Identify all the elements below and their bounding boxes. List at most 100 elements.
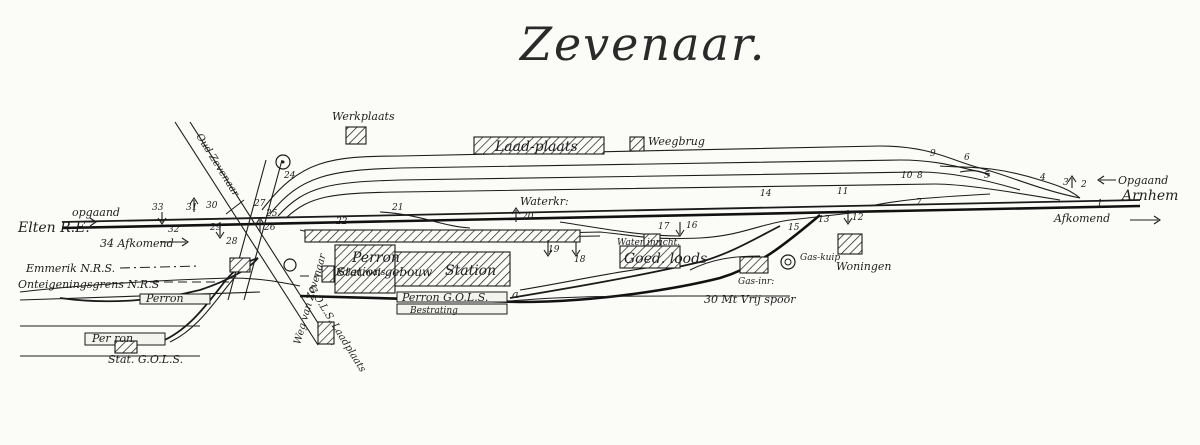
arrow-18-icon: [571, 242, 581, 257]
goederenloods-building: [619, 245, 681, 269]
arrow-16-icon: [675, 222, 685, 237]
switch-number-15: 15: [788, 223, 800, 233]
label-ontheiging: Onteigeningsgrens N.R.S: [18, 278, 160, 291]
switch-number-13: 13: [818, 215, 830, 225]
switch-number-2: 2: [1080, 180, 1087, 190]
road-weg-edge-1: [227, 159, 267, 301]
label-gasinr: Gas-inr:: [738, 277, 774, 287]
switch-number-10: 10: [901, 171, 913, 181]
label-opgaand-right: Opgaand: [1118, 174, 1168, 187]
switch-number-25: 25: [265, 209, 278, 219]
label-perron-left: Perron: [145, 292, 184, 305]
switch-number-24: 24: [283, 171, 296, 181]
switch-number-28: 28: [225, 237, 238, 247]
label-oud-zevenaar: Oud Zevenaar: [193, 132, 241, 200]
arrow-opgaand-right-icon: [1097, 175, 1116, 185]
switch-number-6: 6: [964, 153, 970, 163]
label-gaskuip: Gas-kuip: [800, 253, 840, 263]
kolenwals-building: [321, 265, 335, 283]
arrow-afkomend-left-icon: [160, 237, 189, 247]
arrow-28-icon: [215, 222, 225, 239]
perron-left-platform: [139, 293, 211, 305]
arrow-31-icon: [189, 197, 199, 212]
border-labels: Emmerik N.R.S. Onteigeningsgrens N.R.S: [18, 262, 160, 291]
direction-labels: opgaand Elten R.E. 34 Afkomend Opgaand A…: [17, 174, 1178, 250]
golS-branch-2: [169, 275, 237, 343]
perron-main: [304, 229, 581, 243]
label-goederenloods: Goed. loods: [624, 251, 707, 267]
gas-siding: [689, 255, 761, 271]
gas-inrichting-building: [739, 256, 769, 274]
label-a-mark: a: [512, 288, 519, 301]
label-weegbrug: Weegbrug: [648, 135, 705, 148]
gaskuip-tank-icon: [780, 254, 796, 270]
switch-number-4: 4: [1039, 173, 1046, 183]
switch-numbers: 1 2 3 4 5 6 7 8 9 10 11 12 13 14 15 16 1…: [152, 149, 1103, 265]
label-kolenwals: Kolen wals: [335, 268, 386, 278]
bestrating-platform: [396, 303, 508, 315]
arrow-3-icon: [1067, 175, 1077, 188]
label-woningen: Woningen: [836, 260, 892, 273]
arrow-12-icon: [843, 210, 853, 225]
arrow-26-icon: [255, 217, 265, 232]
road-weg-edge-2: [243, 159, 283, 301]
gaskuip-tank-inner-icon: [784, 258, 792, 266]
label-bestrating: Bestrating: [409, 306, 458, 316]
goods-main-track: [299, 214, 821, 304]
switch-number-29: 29: [209, 223, 222, 233]
left-line-upper: [19, 277, 301, 293]
switch-number-3: 3: [1063, 178, 1069, 188]
woningen-building: [837, 233, 863, 255]
label-afkomend-left: 34 Afkomend: [100, 237, 174, 250]
arrow-19-icon: [543, 240, 553, 257]
signal-circle-icon: [283, 258, 297, 272]
yard-crossover: [939, 165, 1081, 199]
label-perron: Perron: [351, 250, 400, 266]
label-elten: Elten R.E.: [17, 220, 90, 236]
crossover-7: [869, 193, 991, 207]
label-perron-golS: Perron G.O.L.S.: [401, 291, 488, 304]
switch-number-18: 18: [574, 255, 586, 265]
road-oud-zevenaar-edge-2: [189, 121, 333, 346]
yard-track-1: [261, 145, 1081, 211]
weegbrug-building: [629, 136, 645, 152]
switch-number-17: 17: [658, 222, 670, 232]
switch-number-14: 14: [760, 189, 772, 199]
yard-track-3: [277, 171, 1021, 217]
golS-laadplaats-building: [317, 321, 335, 345]
label-emmerik: Emmerik N.R.S.: [25, 262, 115, 275]
switch-number-9: 9: [930, 149, 936, 159]
label-vrij-spoor: 30 Mt Vrij spoor: [704, 293, 796, 306]
roads: [174, 121, 333, 346]
switch-number-16: 16: [686, 221, 698, 231]
switch-number-20: 20: [521, 212, 534, 222]
station-building: [394, 251, 511, 287]
werkplaats-building: [345, 126, 367, 145]
label-arnhem: Arnhem: [1120, 188, 1178, 204]
buildings: [84, 126, 863, 354]
label-waterkr: Waterkr:: [520, 195, 569, 208]
plan-title: Zevenaar.: [518, 17, 766, 71]
crossover-21: [379, 211, 471, 229]
arrow-afkomend-right-icon: [1130, 215, 1161, 225]
track-lines: [19, 145, 1141, 357]
switch-number-21: 21: [391, 203, 403, 213]
switch-number-11: 11: [837, 187, 848, 197]
vrij-spoor-track: [499, 295, 790, 303]
switch-number-31: 31: [186, 203, 197, 213]
crossing-house-building: [229, 257, 251, 273]
road-branch: [225, 199, 245, 215]
switch-number-12: 12: [852, 213, 864, 223]
switch-number-26: 26: [263, 223, 276, 233]
direction-arrows: [70, 175, 1161, 257]
stat-golS-building: [114, 340, 138, 354]
switch-number-5: 5: [984, 171, 990, 181]
switch-number-1: 1: [1097, 199, 1103, 209]
label-station: Station: [445, 263, 496, 279]
yard-track-4: [285, 183, 1061, 219]
arrow-20-icon: [511, 207, 521, 222]
goods-siding-1: [509, 225, 781, 299]
turntable-24-icon: [275, 154, 291, 170]
stationsgebouw-building: [334, 244, 396, 294]
